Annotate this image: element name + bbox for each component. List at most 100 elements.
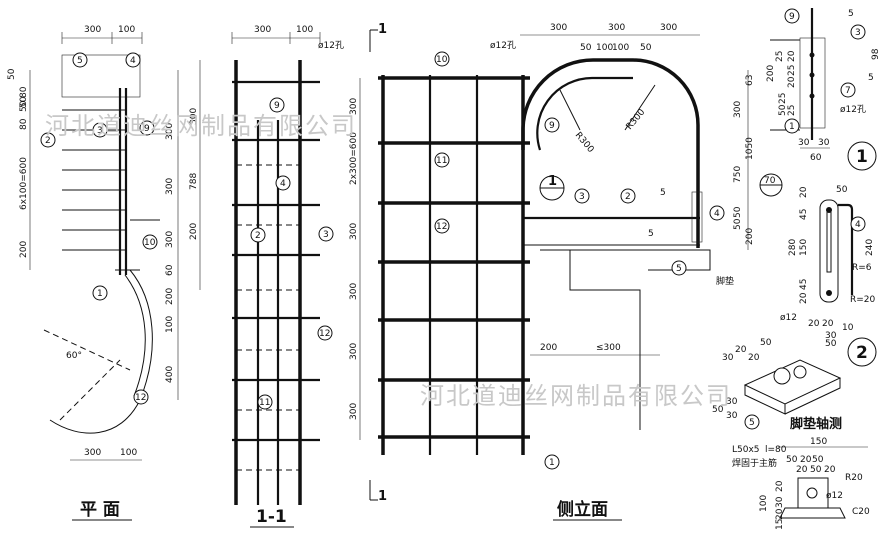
foot-dim-s3: 50	[812, 455, 824, 465]
svg-text:4: 4	[280, 179, 286, 189]
detail2-dim-bottom-4: 30	[825, 331, 837, 341]
foot-dim-s1: 50	[786, 455, 798, 465]
svg-text:12: 12	[135, 393, 146, 403]
detail2-radius-1: R=6	[852, 263, 872, 273]
side-balloon-12: 12	[434, 218, 450, 234]
detail1-dim-left-4: 20	[787, 76, 797, 88]
side-dim-top-2: 300	[608, 23, 625, 33]
side-dim-top-s3: 100	[612, 43, 629, 53]
svg-text:1: 1	[789, 122, 795, 132]
foot-iso-dim-7: 50	[712, 405, 724, 415]
side-dim-left-5: 300	[349, 343, 359, 360]
side-dim-left-6: 300	[349, 403, 359, 420]
side-dim-top-s4: 50	[640, 43, 652, 53]
plan-angle-label: 60°	[66, 351, 82, 361]
svg-text:11: 11	[259, 398, 270, 408]
side-detail-mark-1: 1	[539, 174, 565, 201]
detail-1: 25 20 25 20 25 200 25 50 98 5 5 ø12孔 30 …	[766, 8, 881, 171]
side-bracket	[691, 191, 703, 243]
plan-dim-right-1: 300	[165, 123, 175, 140]
svg-text:3: 3	[855, 28, 861, 38]
foot-iso-dim-6: 30	[726, 411, 738, 421]
side-dim-left-3: 300	[349, 223, 359, 240]
detail1-dim-left2-1: 200	[766, 65, 776, 82]
detail2-dim-left-6: 20	[799, 292, 809, 304]
section-title: 1-1	[256, 507, 287, 527]
section-hole-label: ø12孔	[318, 40, 344, 51]
side-weld-label-1: 5	[660, 188, 666, 198]
svg-text:12: 12	[319, 329, 330, 339]
svg-text:12: 12	[436, 222, 447, 232]
detail1-weld: 5	[848, 9, 854, 19]
svg-text:7: 7	[845, 86, 851, 96]
side-title: 侧立面	[557, 499, 608, 520]
svg-text:9: 9	[789, 12, 795, 22]
side-dim-bottom-1: 200	[540, 343, 557, 353]
foot-dim-left-3: 100	[759, 495, 769, 512]
section-dim-left-3: 200	[189, 223, 199, 240]
side-dim-left-4: 300	[349, 283, 359, 300]
detail2-dim-bottom-1: 20	[808, 319, 820, 329]
plan-dim-left-7: 200	[19, 241, 29, 258]
foot-length-label: l=80	[765, 445, 787, 455]
detail2-dim-left-3: 150	[799, 239, 809, 256]
plan-balloon-12: 12	[133, 389, 149, 405]
detail1-dim-bottom-3: 60	[810, 153, 822, 163]
detail2-dim-right: 240	[865, 239, 875, 256]
section-balloon-12: 12	[317, 325, 333, 341]
foot-dim-s6: 20	[824, 465, 836, 475]
side-dim-top-1: 300	[550, 23, 567, 33]
detail2-dim-left-1: 20	[799, 186, 809, 198]
side-dim-right-7: 200	[745, 228, 755, 245]
foot-dim-left-1: 20	[775, 480, 785, 492]
section-balloon-2: 2	[250, 227, 266, 243]
foot-hole: ø12	[826, 491, 843, 501]
plan-dim-top-2: 100	[118, 25, 135, 35]
foot-radius-1: R20	[845, 473, 863, 483]
foot-weld-note: 焊固于主筋	[732, 457, 777, 469]
plan-dim-top-1: 300	[84, 25, 101, 35]
side-dim-right-1: 63	[745, 75, 755, 86]
plan-dim-left-3: 50	[19, 100, 29, 112]
side-balloon-10: 10	[434, 51, 450, 67]
side-dim-right-2: 300	[733, 101, 743, 118]
watermark-bottom: 河北道迪丝网制品有限公司	[420, 382, 732, 410]
watermark-top: 河北道迪丝网制品有限公司	[45, 112, 357, 140]
detail1-hole: ø12孔	[840, 104, 866, 115]
detail2-balloon-4: 4	[850, 216, 866, 232]
foot-radius-2: C20	[852, 507, 870, 517]
foot-dim-s4: 20	[796, 465, 808, 475]
side-balloon-4: 4	[709, 205, 725, 221]
plan-wall-block	[61, 54, 141, 98]
svg-text:70: 70	[764, 176, 776, 186]
side-balloon-5: 5	[671, 260, 687, 276]
detail1-dim-left-1: 25	[775, 51, 785, 62]
detail1-dim-bottom-1: 30	[798, 138, 810, 148]
plan-balloon-3: 3	[92, 122, 108, 138]
foot-iso-balloon-5: 5	[744, 414, 760, 430]
side-view: 1 1 ø12孔 300 300 300 50 100 100 50 300 2…	[349, 22, 783, 521]
svg-text:1: 1	[548, 174, 557, 189]
svg-text:2: 2	[45, 136, 51, 146]
foot-pad-iso: 30 20 20 50 30 30 50 5 脚垫轴测	[712, 338, 842, 432]
side-dim-right-4: 750	[733, 166, 743, 183]
plan-balloon-10: 10	[142, 234, 158, 250]
svg-text:3: 3	[323, 230, 329, 240]
svg-text:11: 11	[436, 156, 447, 166]
side-balloon-3: 3	[574, 188, 590, 204]
svg-text:3: 3	[97, 126, 103, 136]
detail1-dim-right-1: 98	[871, 48, 881, 60]
side-section-mark-bottom: 1	[378, 489, 387, 504]
foot-dim-left-5: 15	[775, 519, 785, 530]
side-balloon-2: 2	[620, 188, 636, 204]
detail1-dim-left2-2: 25	[778, 93, 788, 104]
detail1-dim-left2-3: 50	[778, 104, 788, 116]
plan-dim-right-3: 300	[165, 231, 175, 248]
plan-dim-right-2: 300	[165, 178, 175, 195]
svg-text:5: 5	[676, 264, 682, 274]
foot-detail: L50x5 l=80 焊固于主筋 150 50 20 50 20 50 20 R…	[732, 437, 870, 530]
svg-text:9: 9	[144, 124, 150, 134]
plan-title: 平 面	[80, 500, 120, 520]
